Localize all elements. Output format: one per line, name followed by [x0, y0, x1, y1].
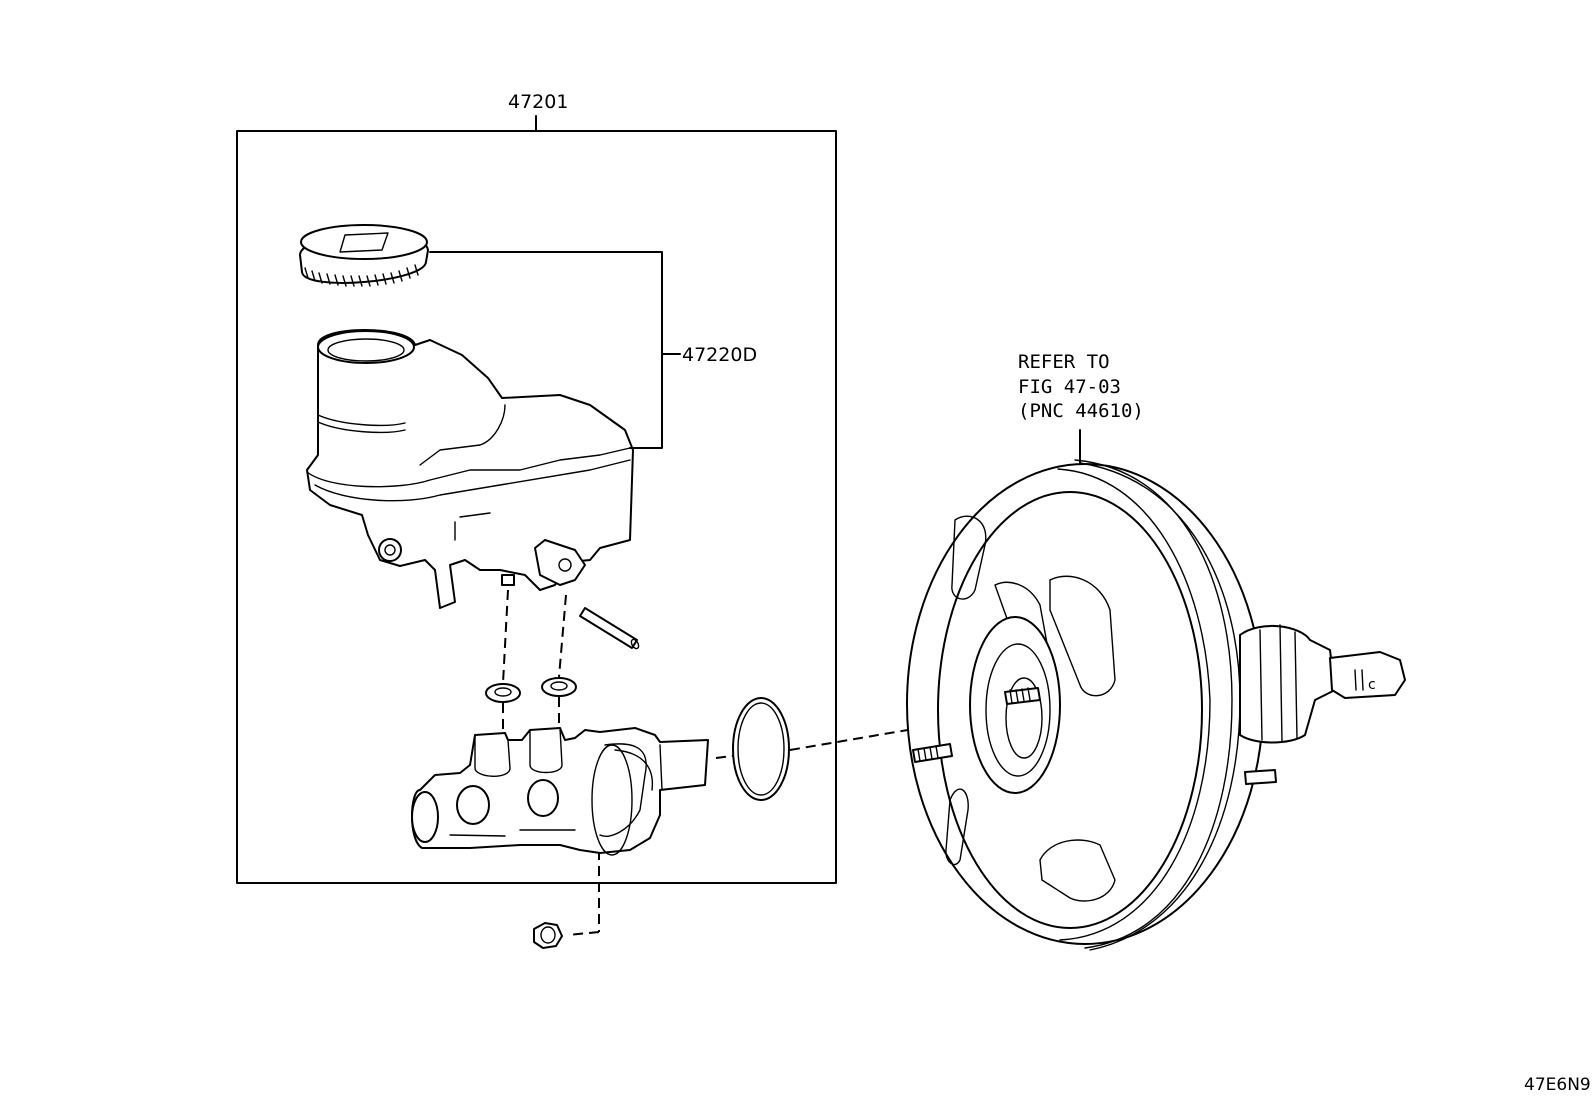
refer-line-1[interactable]: REFER TO [1018, 351, 1110, 373]
brake-booster[interactable]: c [906, 459, 1406, 951]
mounting-nut[interactable] [533, 922, 563, 949]
label-47220d[interactable]: 47220D [682, 344, 757, 366]
grommet-left[interactable] [485, 683, 521, 703]
leader-47220d: 47220D [429, 251, 757, 449]
figure-code: 47E6N9 [1524, 1075, 1591, 1095]
master-cylinder-body[interactable] [411, 727, 709, 856]
assembly-47201-group: 47201 [236, 91, 837, 884]
grommet-right[interactable] [541, 677, 577, 697]
refer-line-3[interactable]: (PNC 44610) [1018, 400, 1144, 422]
reservoir-tank[interactable] [306, 329, 634, 609]
clevis-mark-c: c [1368, 677, 1376, 693]
refer-line-2[interactable]: FIG 47-03 [1018, 376, 1121, 398]
o-ring[interactable] [732, 697, 790, 801]
retaining-pin[interactable] [579, 607, 640, 650]
booster-reference: REFER TO FIG 47-03 (PNC 44610) [1018, 351, 1144, 464]
label-47201[interactable]: 47201 [508, 91, 568, 113]
reservoir-cap[interactable] [299, 224, 429, 287]
